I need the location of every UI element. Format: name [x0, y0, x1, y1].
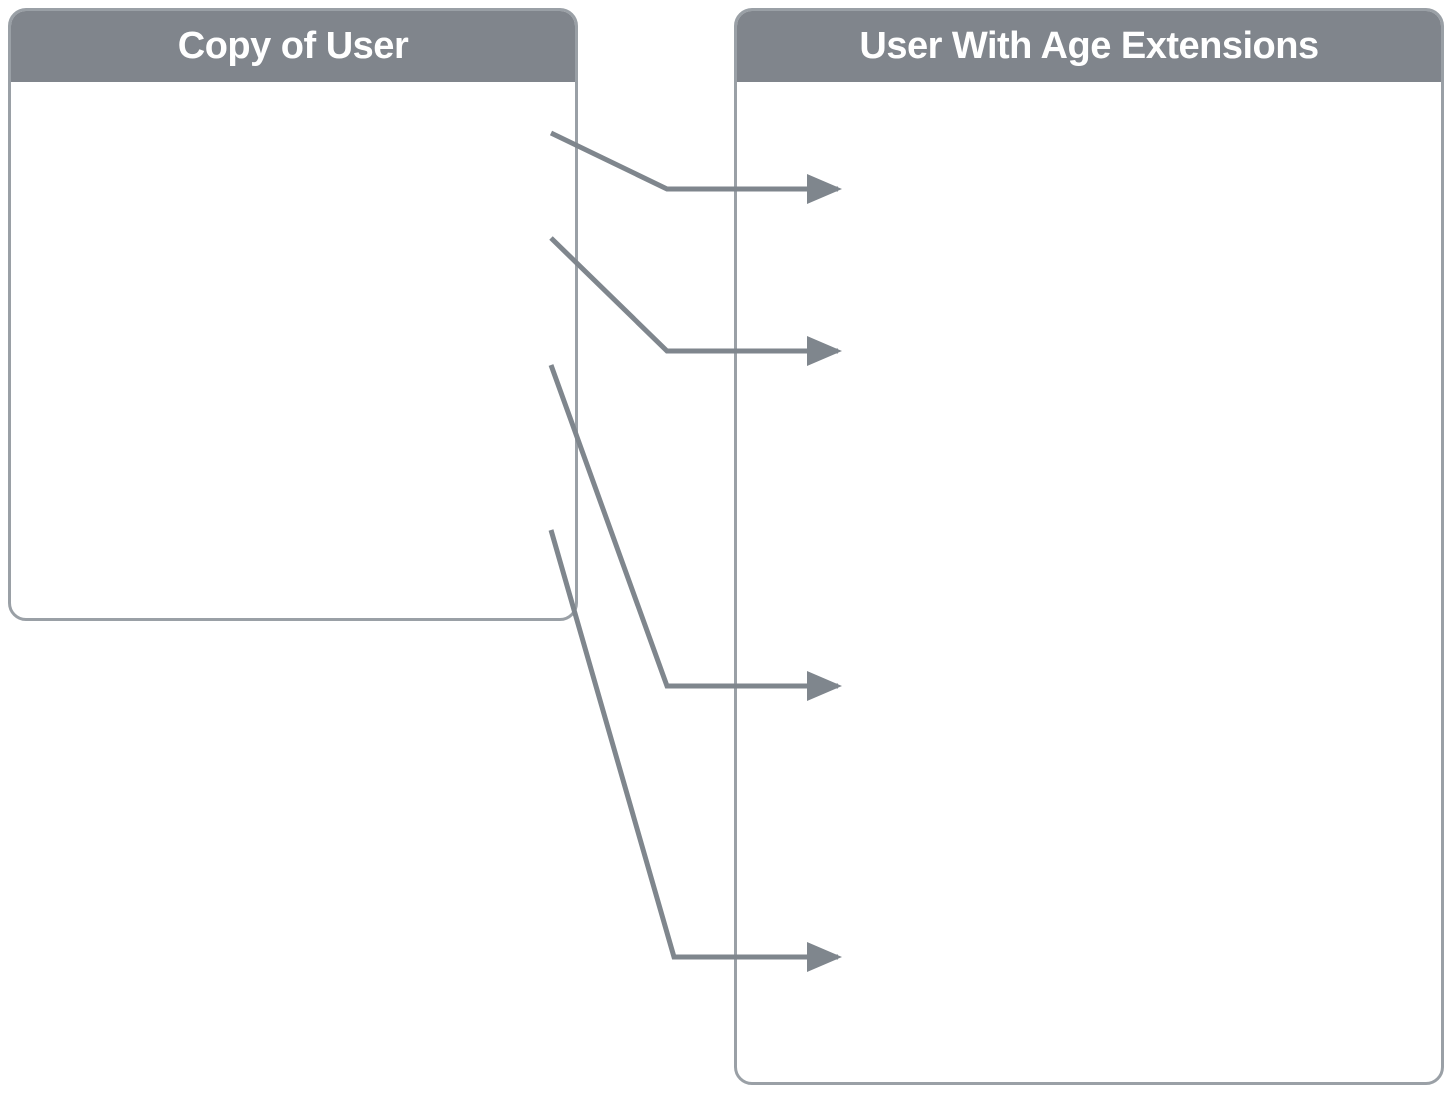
panel-left-title: Copy of User: [11, 11, 575, 82]
panel-right-title: User With Age Extensions: [737, 11, 1441, 82]
panel-user-with-age-extensions: User With Age Extensions view: user_with…: [734, 8, 1444, 1085]
panel-copy-of-user: Copy of User view: user { suggestions: y…: [8, 8, 578, 621]
